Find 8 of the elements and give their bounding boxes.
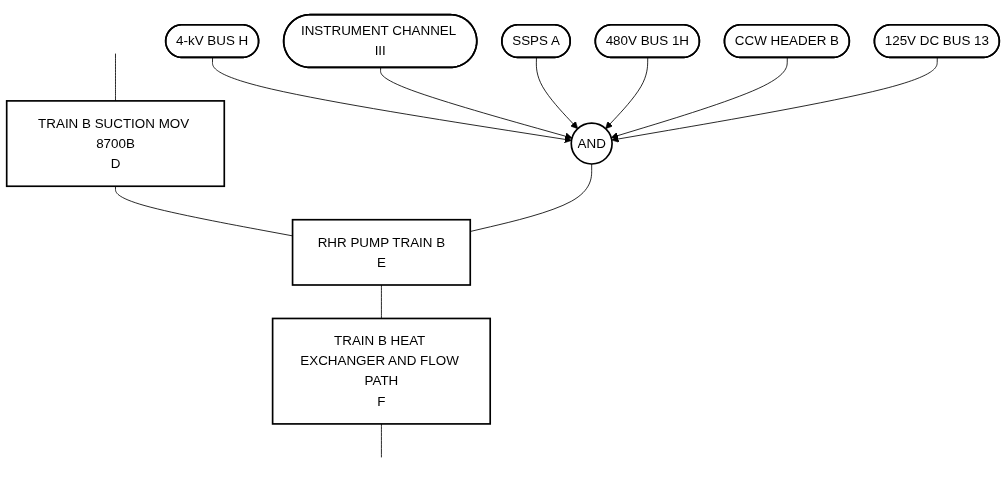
node-box: TRAIN B SUCTION MOV 8700B D [5,100,226,188]
node-box: RHR PUMP TRAIN B E [291,219,472,287]
connector [381,423,382,459]
connector [381,284,382,320]
connector [115,186,293,237]
node-circle: AND [570,122,613,166]
node-box: TRAIN B HEAT EXCHANGER AND FLOW PATH F [271,318,492,426]
connector [115,53,116,102]
